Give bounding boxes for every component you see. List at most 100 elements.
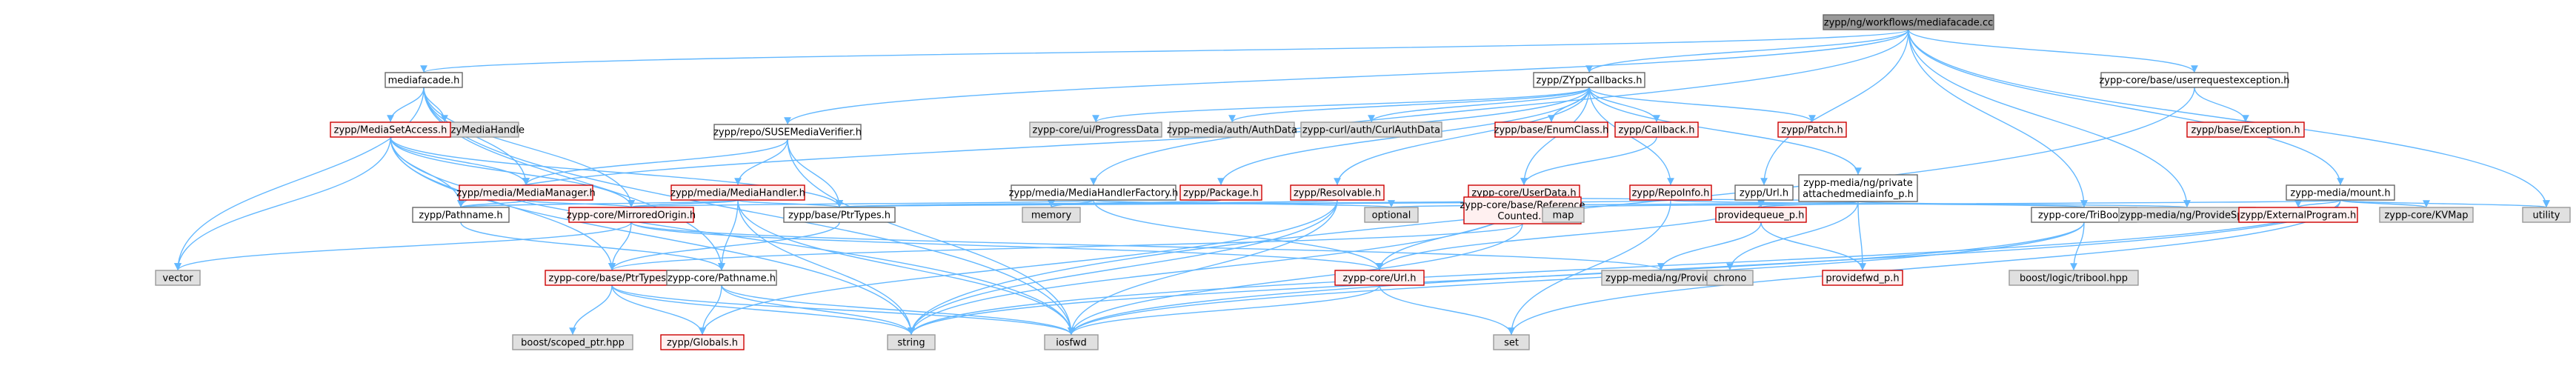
node-label-patch: zypp/Patch.h: [1781, 125, 1843, 136]
node-memory: memory: [1022, 207, 1081, 223]
node-label-set: set: [1504, 338, 1519, 349]
node-vector: vector: [155, 270, 201, 286]
node-box-zypp_url: [1734, 184, 1794, 201]
edge-mount-to-utility: [2340, 199, 2550, 208]
node-mediahandlerfactory[interactable]: zypp/media/MediaHandlerFactory.h: [1009, 184, 1179, 201]
edge-zyppcallbacks-to-authdata: [1228, 87, 1590, 123]
node-box-pathname: [412, 207, 510, 223]
edge-root-to-susemediaverifier: [784, 29, 1909, 125]
node-utility: utility: [2522, 207, 2571, 223]
node-core_url[interactable]: zypp-core/Url.h: [1334, 270, 1425, 286]
node-globals[interactable]: zypp/Globals.h: [660, 334, 745, 350]
node-label-mediafacade_h: mediafacade.h: [388, 76, 460, 87]
edge-core_pathname-to-iosfwd: [721, 284, 1075, 336]
node-patch[interactable]: zypp/Patch.h: [1777, 121, 1847, 138]
edge-root-to-zypp_url: [1760, 29, 1909, 186]
edge-root-to-mount: [1908, 29, 2344, 186]
node-box-providequeue: [1715, 207, 1807, 223]
edge-mediasetaccess-to-string: [390, 136, 915, 336]
node-providequeue[interactable]: providequeue_p.h: [1715, 207, 1807, 223]
edge-core_pathname-to-globals: [699, 284, 722, 336]
node-box-userreqexc: [2100, 72, 2289, 88]
node-mediahandler[interactable]: zypp/media/MediaHandler.h: [670, 184, 805, 201]
node-base_exception[interactable]: zypp/base/Exception.h: [2186, 121, 2305, 138]
node-label-tribool: zypp-core/TriBool.h: [2038, 210, 2130, 222]
node-box-resolvable: [1290, 184, 1385, 201]
node-box-mediasetaccess: [330, 121, 451, 138]
node-tribool[interactable]: zypp-core/TriBool.h: [2031, 207, 2137, 223]
edge-mediafacade_h-to-vector: [174, 87, 425, 271]
node-scopedptr: boost/scoped_ptr.hpp: [512, 334, 633, 350]
node-map: map: [1542, 207, 1585, 223]
edge-core_ptrtypes-to-globals: [611, 284, 706, 336]
node-callback[interactable]: zypp/Callback.h: [1614, 121, 1699, 138]
edge-mediahandlerfactory-to-mirroredorigin: [628, 199, 1094, 208]
edge-mediahandlerfactory-to-core_url: [1093, 199, 1383, 271]
node-authdata: zypp-media/auth/AuthData: [1167, 121, 1297, 138]
node-box-kvmap: [2379, 207, 2474, 223]
node-externalprogram[interactable]: zypp/ExternalProgram.h: [2238, 207, 2358, 223]
edge-attachedmediainfo-to-providespec: [1857, 199, 2190, 208]
edge-mirroredorigin-to-core_url: [630, 222, 1383, 271]
node-label-core_pathname: zypp-core/Pathname.h: [668, 273, 776, 284]
node-box-susemediaverifier: [713, 124, 862, 140]
edge-susemediaverifier-to-mediahandler: [734, 139, 788, 186]
node-label-providefwd: providefwd_p.h: [1826, 273, 1899, 284]
edge-zyppcallbacks-to-attachedmediainfo: [1588, 87, 1862, 176]
edge-refcounted-to-iosfwd: [1068, 223, 1523, 336]
edge-mount-to-string: [908, 199, 2341, 336]
node-label-provide: zypp-media/ng/Provide: [1605, 273, 1717, 284]
edge-core_url-to-set: [1379, 284, 1515, 336]
node-core_pathname[interactable]: zypp-core/Pathname.h: [666, 270, 777, 286]
node-zypp_url[interactable]: zypp/Url.h: [1734, 184, 1794, 201]
node-enumclass[interactable]: zypp/base/EnumClass.h: [1494, 121, 1609, 138]
node-label-utility: utility: [2533, 210, 2560, 222]
node-core_ptrtypes[interactable]: zypp-core/base/PtrTypes.h: [545, 270, 679, 286]
edge-refcounted-to-core_ptrtypes: [608, 223, 1523, 271]
node-label-userdata: zypp-core/UserData.h: [1471, 188, 1576, 199]
node-mirroredorigin[interactable]: zypp-core/MirroredOrigin.h: [567, 207, 696, 223]
node-label-optional: optional: [1372, 210, 1411, 222]
node-box-mediamanager: [459, 184, 593, 201]
node-susemediaverifier[interactable]: zypp/repo/SUSEMediaVerifier.h: [713, 124, 862, 140]
edge-attachedmediainfo-to-chrono: [1726, 201, 1859, 271]
node-box-vector: [155, 270, 201, 286]
node-label-zypp_url: zypp/Url.h: [1740, 188, 1788, 199]
node-label-memory: memory: [1031, 210, 1072, 222]
node-label-map: map: [1553, 210, 1574, 222]
edge-tribool-to-triboolhpp: [2070, 222, 2085, 271]
node-box-base_ptrtypes: [783, 207, 896, 223]
edge-userdata-to-string: [908, 199, 1525, 336]
node-mediasetaccess[interactable]: zypp/MediaSetAccess.h: [330, 121, 451, 138]
edge-zyppcallbacks-to-pathname: [457, 87, 1590, 208]
edge-root-to-userreqexc: [1908, 29, 2198, 73]
node-label-root: zypp/ng/workflows/mediafacade.cc: [1824, 18, 1993, 29]
node-pathname[interactable]: zypp/Pathname.h: [412, 207, 510, 223]
node-label-base_exception: zypp/base/Exception.h: [2191, 125, 2300, 136]
node-box-mirroredorigin: [568, 207, 694, 223]
edge-attachedmediainfo-to-optional: [1388, 199, 1859, 208]
node-mediamanager[interactable]: zypp/media/MediaManager.h: [456, 184, 596, 201]
edge-mediasetaccess-to-mirroredorigin: [390, 136, 635, 208]
edge-providequeue-to-providefwd: [1760, 222, 1866, 271]
edge-resolvable-to-string: [908, 199, 1338, 336]
edge-susemediaverifier-to-mediamanager: [522, 139, 788, 186]
node-resolvable[interactable]: zypp/Resolvable.h: [1290, 184, 1385, 201]
node-box-scopedptr: [512, 334, 633, 350]
node-base_ptrtypes[interactable]: zypp/base/PtrTypes.h: [783, 207, 896, 223]
node-repoinfo[interactable]: zypp/RepoInfo.h: [1629, 184, 1712, 201]
node-package[interactable]: zypp/Package.h: [1179, 184, 1262, 201]
node-label-core_url: zypp-core/Url.h: [1342, 273, 1416, 284]
edge-core_url-to-iosfwd: [1068, 284, 1380, 336]
node-root[interactable]: zypp/ng/workflows/mediafacade.cc: [1823, 14, 1994, 30]
node-box-callback: [1614, 121, 1699, 138]
node-mount[interactable]: zypp-media/mount.h: [2286, 184, 2395, 201]
node-chrono: chrono: [1706, 270, 1754, 286]
node-mediafacade_h[interactable]: mediafacade.h: [385, 72, 463, 88]
node-userreqexc[interactable]: zypp-core/base/userrequestexception.h: [2099, 72, 2290, 88]
node-zyppcallbacks[interactable]: zypp/ZYppCallbacks.h: [1533, 72, 1645, 88]
node-providefwd[interactable]: providefwd_p.h: [1822, 270, 1903, 286]
edge-resolvable-to-globals: [699, 199, 1338, 336]
